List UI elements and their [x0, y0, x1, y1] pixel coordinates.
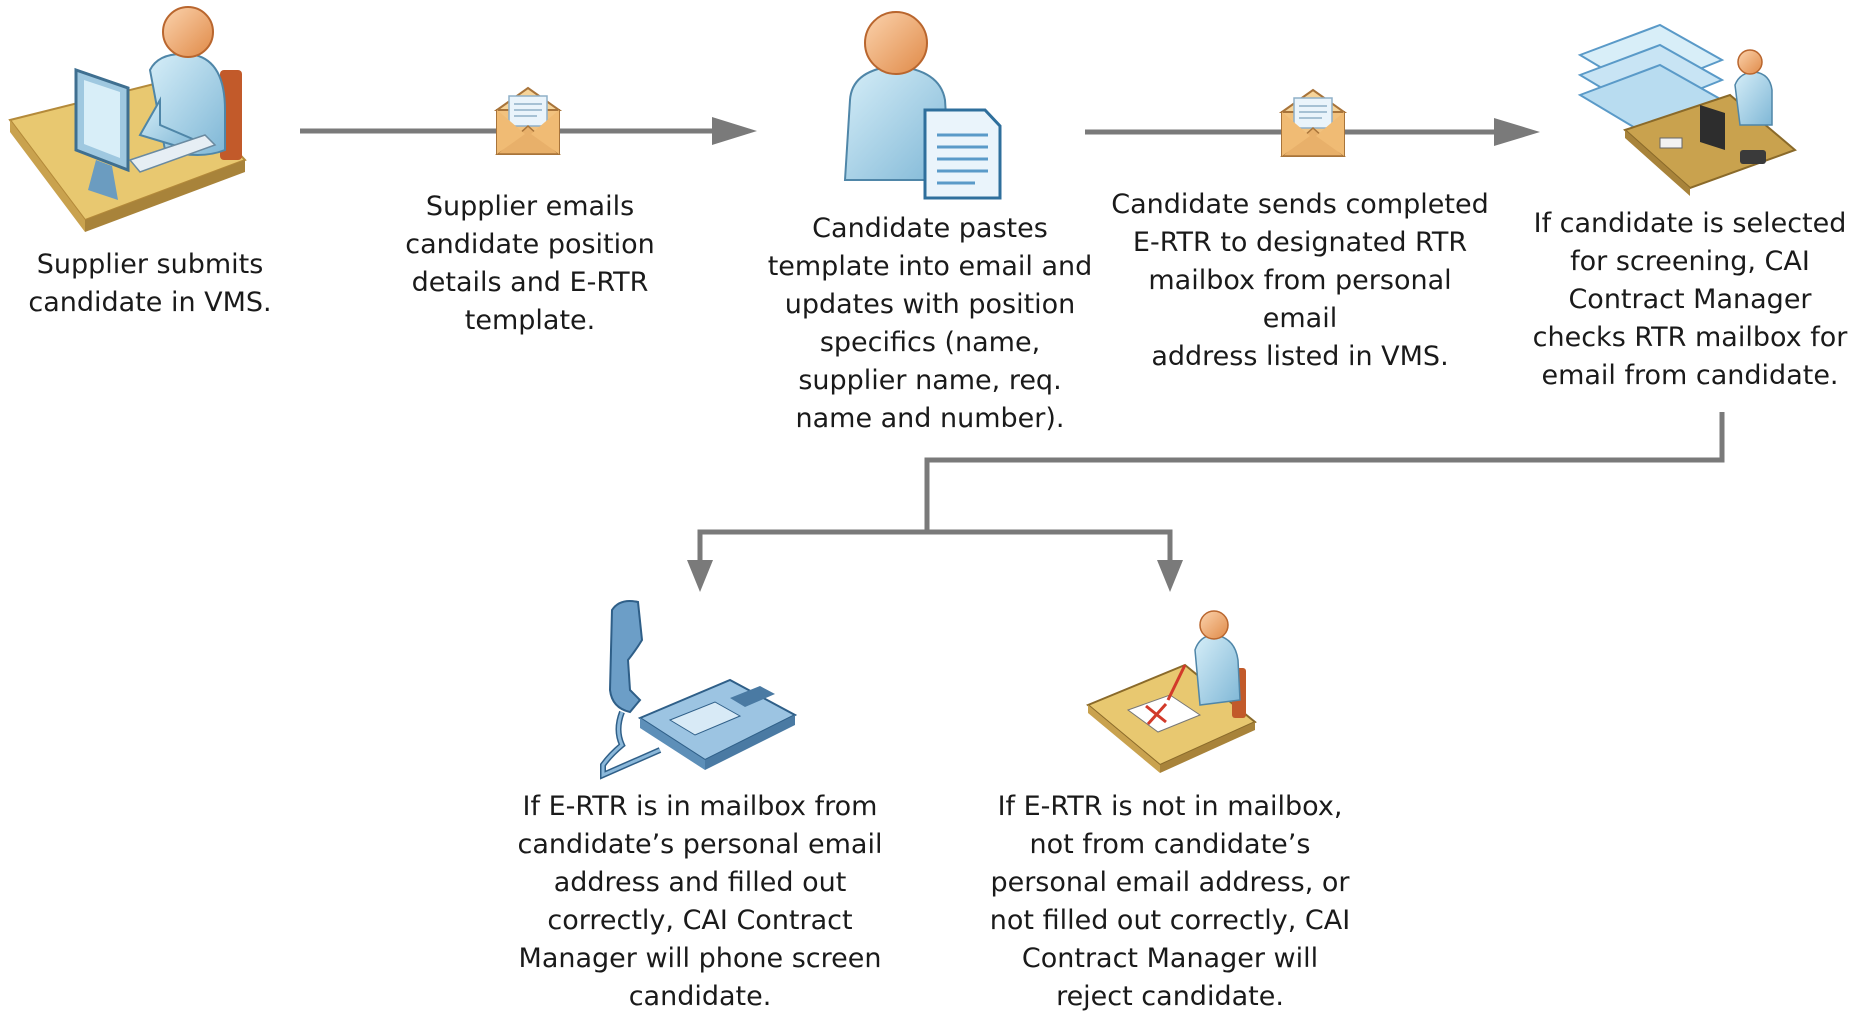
step-send-label: Candidate sends completed E-RTR to desig…: [1111, 189, 1489, 372]
step-paste-label: Candidate pastes template into email and…: [767, 213, 1093, 434]
step-email-supplier-label: Supplier emails candidate position detai…: [405, 191, 655, 336]
person-at-desk-with-papers-icon: [1577, 23, 1797, 196]
step-reject-label: If E-RTR is not in mailbox, not from can…: [989, 791, 1351, 1012]
step-submit-label: Supplier submits candidate in VMS.: [28, 249, 272, 318]
envelope-icon: [493, 86, 563, 155]
telephone-icon: [600, 600, 798, 780]
step-check-label: If candidate is selected for screening, …: [1532, 208, 1848, 391]
connector-check-branch: [687, 412, 1725, 592]
person-marking-rejection-icon: [1086, 610, 1257, 773]
person-with-document-icon: [843, 11, 1002, 200]
step-phone-screen-label: If E-RTR is in mailbox from candidate’s …: [517, 791, 883, 1012]
person-at-computer-desk-icon: [8, 6, 247, 232]
envelope-icon: [1278, 88, 1348, 157]
